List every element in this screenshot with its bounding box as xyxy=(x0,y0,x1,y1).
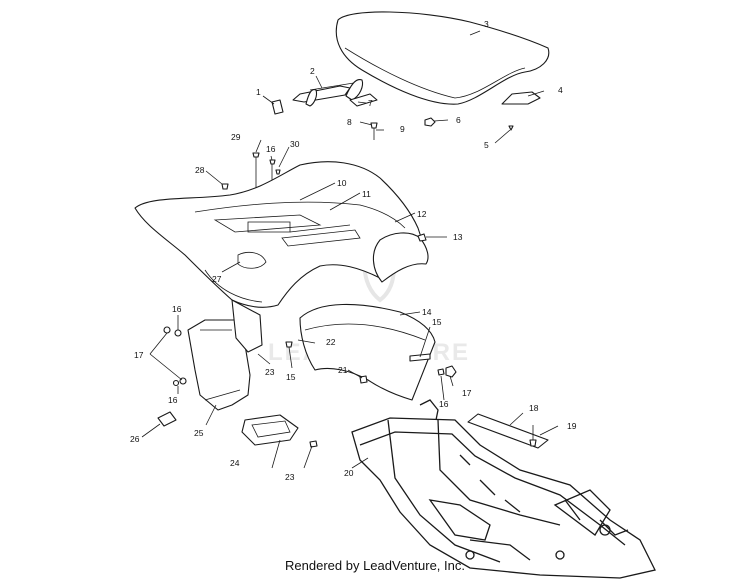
bolt-15-right xyxy=(409,353,431,362)
latch-plate xyxy=(349,93,378,107)
callouts: 1 2 3 4 5 6 7 8 9 10 11 12 13 14 15 15 1… xyxy=(130,19,577,482)
washer-16-left-bottom xyxy=(172,379,180,387)
bolt-19 xyxy=(529,425,537,447)
callout-18: 18 xyxy=(529,403,539,413)
bolt-9 xyxy=(370,122,378,140)
clip-13 xyxy=(417,233,427,242)
callout-5: 5 xyxy=(484,140,489,150)
callout-16-left-top: 16 xyxy=(172,304,182,314)
bolt-15-left xyxy=(285,341,293,348)
rear-fender xyxy=(134,161,429,308)
callout-7: 7 xyxy=(368,98,373,108)
callout-23-bottom: 23 xyxy=(285,472,295,482)
footer-credit: Rendered by LeadVenture, Inc. xyxy=(285,558,465,573)
clip-1 xyxy=(271,99,284,115)
callout-30: 30 xyxy=(290,139,300,149)
callout-14: 14 xyxy=(422,307,432,317)
callout-2: 2 xyxy=(310,66,315,76)
callout-29: 29 xyxy=(231,132,241,142)
callout-15-right: 15 xyxy=(432,317,442,327)
callout-3: 3 xyxy=(484,19,489,29)
callout-27: 27 xyxy=(212,274,222,284)
fender-lower-trim xyxy=(231,299,263,353)
callout-24: 24 xyxy=(230,458,240,468)
nut-17-left-top xyxy=(163,326,171,334)
callout-16-top: 16 xyxy=(266,144,276,154)
washer-16-left-top xyxy=(174,329,182,337)
callout-11: 11 xyxy=(362,189,371,199)
callout-23-top: 23 xyxy=(265,367,275,377)
fastener-29 xyxy=(252,152,260,158)
callout-19: 19 xyxy=(567,421,577,431)
callout-6: 6 xyxy=(456,115,461,125)
bracket-18 xyxy=(467,413,549,449)
nut-6 xyxy=(424,117,436,127)
callout-10: 10 xyxy=(337,178,347,188)
callout-16-left-bottom: 16 xyxy=(168,395,178,405)
callout-1: 1 xyxy=(256,87,261,97)
callout-12: 12 xyxy=(417,209,427,219)
fastener-30 xyxy=(275,169,281,175)
plate-26 xyxy=(157,411,177,427)
callout-16-right: 16 xyxy=(439,399,449,409)
nut-17-right xyxy=(445,365,457,378)
leader-lines xyxy=(141,30,559,469)
callout-21: 21 xyxy=(338,365,348,375)
callout-17-right: 17 xyxy=(462,388,472,398)
fender-side-panel xyxy=(372,232,429,283)
callout-4: 4 xyxy=(558,85,563,95)
callout-26: 26 xyxy=(130,434,140,444)
callout-15-left: 15 xyxy=(286,372,296,382)
fastener-16 xyxy=(269,159,276,165)
callout-25: 25 xyxy=(194,428,204,438)
callout-28: 28 xyxy=(195,165,205,175)
seat xyxy=(335,11,550,105)
washer-16-right xyxy=(437,368,445,376)
fastener-28 xyxy=(221,183,229,190)
mud-flap-right xyxy=(299,303,436,401)
callout-13: 13 xyxy=(453,232,463,242)
fastener-5 xyxy=(508,125,514,131)
callout-17-left: 17 xyxy=(134,350,144,360)
callout-8: 8 xyxy=(347,117,352,127)
mud-flap-left xyxy=(187,319,251,411)
bracket-24 xyxy=(241,414,299,446)
callout-22: 22 xyxy=(326,337,336,347)
callout-20: 20 xyxy=(344,468,354,478)
screw-23 xyxy=(309,440,318,448)
frame xyxy=(351,399,656,579)
seat-latch-rod xyxy=(292,78,364,107)
callout-9: 9 xyxy=(400,124,405,134)
